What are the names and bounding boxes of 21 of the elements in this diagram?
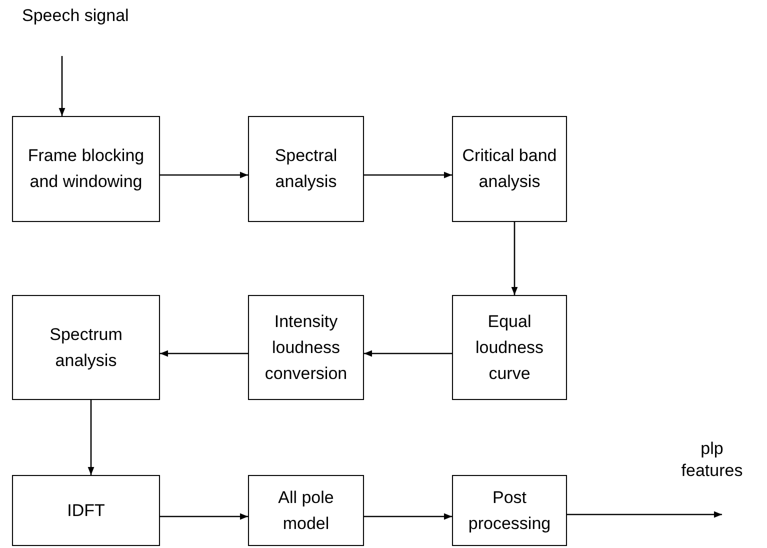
process-box: Equal loudness curve xyxy=(452,295,567,400)
process-box: Spectrum analysis xyxy=(12,295,160,400)
arrow xyxy=(88,400,94,475)
process-box: All pole model xyxy=(248,475,364,546)
arrow xyxy=(160,172,248,178)
arrow xyxy=(160,350,248,357)
arrow xyxy=(567,511,722,518)
input-label: Speech signal xyxy=(22,6,129,26)
arrow xyxy=(364,172,452,178)
process-box: Frame blocking and windowing xyxy=(12,116,160,222)
process-box: Spectral analysis xyxy=(248,116,364,222)
output-label: plp features xyxy=(680,438,744,482)
arrow xyxy=(160,513,248,520)
process-box: Post processing xyxy=(452,475,567,546)
process-box: Intensity loudness conversion xyxy=(248,295,364,400)
arrow xyxy=(364,350,452,357)
arrow xyxy=(58,56,66,116)
arrow xyxy=(364,513,452,520)
process-box: IDFT xyxy=(12,475,160,546)
arrow xyxy=(511,222,518,295)
process-box: Critical band analysis xyxy=(452,116,567,222)
